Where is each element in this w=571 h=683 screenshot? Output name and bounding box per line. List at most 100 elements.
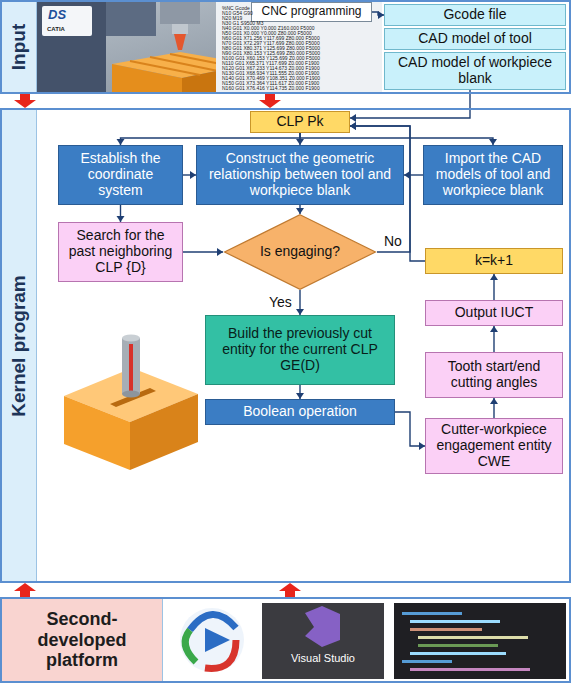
platform-band: Second-developed platform: [0, 597, 571, 683]
node-text: Search for the past neighboring CLP {D}: [64, 228, 177, 275]
spindle: [160, 2, 200, 24]
arrow-head: [404, 171, 410, 179]
connector: [372, 11, 384, 19]
text-block: CAD model of tool: [385, 31, 565, 47]
node-text: CLP Pk: [256, 114, 344, 130]
connector-line: [121, 133, 301, 145]
arrow-head: [350, 114, 356, 122]
software-logo: [180, 608, 244, 672]
tool-holder: [172, 24, 188, 34]
connector: [350, 90, 470, 122]
process-box: Build the previously cut entity for the …: [205, 315, 395, 385]
band-arrow: [14, 94, 36, 108]
decision-diamond: Is engaging?: [223, 214, 377, 290]
edge-label: Yes: [268, 294, 293, 310]
connector: [300, 133, 497, 145]
logo-panel: [42, 6, 92, 36]
code-line: [402, 660, 452, 663]
arrow-head: [350, 122, 356, 130]
band-arrow-shape: [279, 583, 301, 597]
arrow-head: [490, 398, 498, 404]
workpiece-side: [112, 64, 182, 92]
code-screenshot: [394, 603, 566, 679]
logo-arc: [185, 630, 196, 662]
node-text: Gcode file: [390, 7, 560, 23]
tool-top: [122, 335, 140, 342]
code-line: [410, 628, 482, 631]
connector-line: [350, 90, 470, 118]
node-text: Kernel program: [8, 275, 30, 416]
connector: [296, 205, 304, 214]
node-text: Second-developed platform: [8, 609, 156, 671]
text-block: k=k+1: [426, 253, 562, 269]
connector: [490, 326, 498, 352]
output-box: Output IUCT: [425, 300, 563, 326]
node-text: Is engaging?: [241, 244, 359, 260]
block-side: [130, 394, 198, 470]
connector: [117, 205, 125, 222]
connector: [183, 248, 223, 256]
text-block: Construct the geometric relationship bet…: [197, 151, 403, 198]
text-block: CNC programming: [256, 5, 366, 18]
process-box: Import the CAD models of tool and workpi…: [423, 145, 563, 205]
code-line: [418, 644, 498, 647]
tool-bottom: [122, 391, 140, 398]
connector: [117, 133, 301, 145]
process-box: Boolean operation: [205, 399, 395, 425]
band-arrow-shape: [14, 94, 36, 108]
connector: [404, 171, 423, 179]
kernel-band: Kernel program CLP Pk Establish the coordi…: [0, 108, 571, 583]
logo-text: DS: [48, 7, 66, 22]
connector-line: [300, 133, 493, 145]
connector: [490, 274, 498, 300]
arrow-head: [217, 248, 223, 256]
vs-splash: [262, 603, 384, 679]
code-line: [410, 620, 500, 623]
text-block: Is engaging?: [223, 244, 377, 260]
logo-arc: [190, 614, 236, 630]
process-box: Search for the past neighboring CLP {D}: [58, 222, 183, 282]
text-block: Cutter-workpiece engagement entity CWE: [426, 422, 562, 469]
clp-box: CLP Pk: [250, 111, 350, 133]
text-block: Establish the coordinate system: [59, 151, 182, 198]
text-block: Second-developed platform: [8, 609, 156, 671]
text-block: Kernel program: [8, 275, 30, 416]
counter-box: k=k+1: [425, 248, 563, 274]
connector: [395, 412, 425, 450]
node-text: CNC programming: [261, 5, 361, 18]
node-text: Output IUCT: [431, 305, 557, 321]
gcode-line: N160 G01 X76.416 Y114.735 Z0.000 F1900: [222, 86, 320, 91]
band-arrow-shape: [259, 94, 281, 108]
text-block: CLP Pk: [251, 114, 349, 130]
machine-head: [106, 2, 156, 36]
code-line: [402, 612, 462, 615]
node-text: Establish the coordinate system: [64, 151, 177, 198]
node-text: Boolean operation: [211, 404, 389, 420]
band-arrow: [14, 583, 36, 597]
edge-label: No: [383, 233, 403, 249]
node-text: CAD model of workpiece blank: [390, 55, 560, 86]
node-text: Construct the geometric relationship bet…: [202, 151, 398, 198]
text-block: Tooth start/end cutting angles: [426, 359, 562, 390]
logo-text: CATIA: [47, 26, 65, 33]
text-block: Output IUCT: [426, 305, 562, 321]
connector: [296, 290, 304, 315]
arrow-head: [296, 208, 304, 214]
node-text: Build the previously cut entity for the …: [211, 326, 389, 373]
diamond-shape: [225, 215, 376, 289]
text-block: Input: [8, 24, 30, 70]
process-box: Cutter-workpiece engagement entity CWE: [425, 418, 563, 474]
connector-line: [395, 412, 425, 446]
input-file-box: CAD model of tool: [384, 28, 566, 50]
connector: [296, 385, 304, 399]
text-block: CAD model of workpiece blank: [385, 55, 565, 86]
input-file-box: Gcode file: [384, 4, 566, 26]
machine-column: [36, 2, 106, 92]
band-arrow: [259, 94, 281, 108]
text-block: Build the previously cut entity for the …: [206, 326, 394, 373]
node-text: k=k+1: [431, 253, 557, 269]
node-text: Cutter-workpiece engagement entity CWE: [431, 422, 557, 469]
tool-flute: [129, 344, 133, 392]
arrow-head: [490, 326, 498, 332]
